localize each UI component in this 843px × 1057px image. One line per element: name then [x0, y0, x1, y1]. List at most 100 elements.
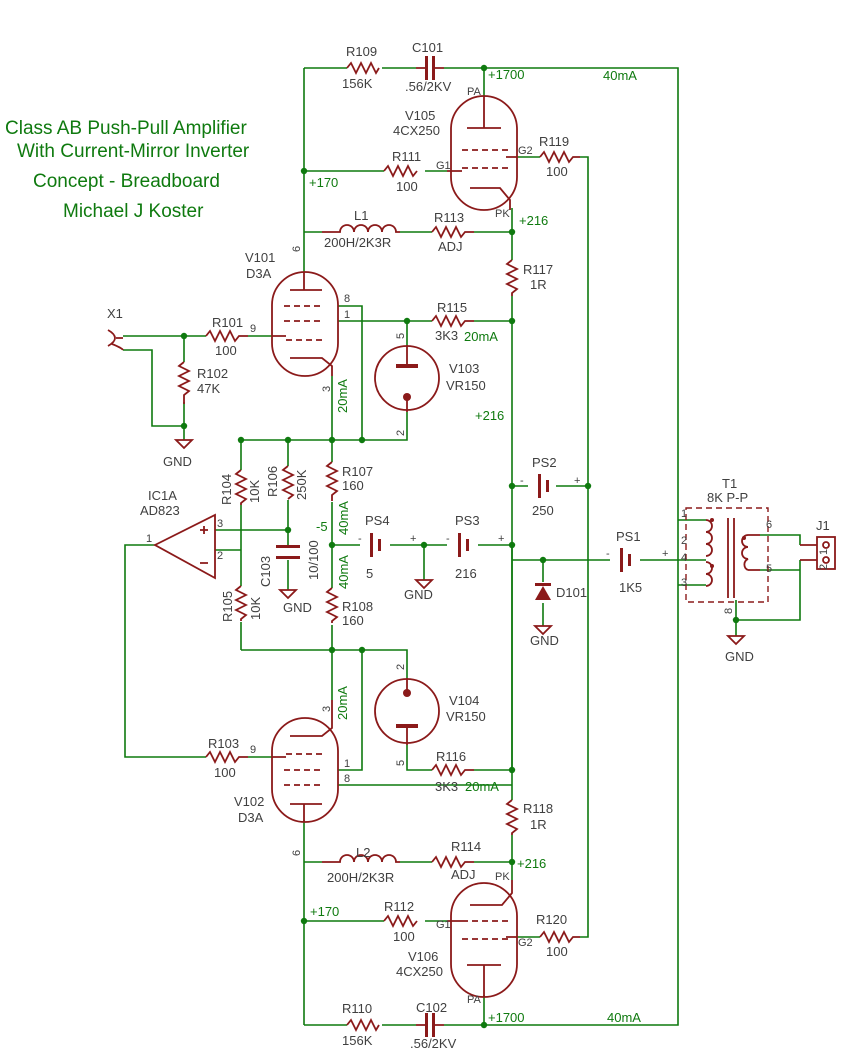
label-l2-ref: L2: [356, 845, 370, 860]
pin-1-t1: 1: [681, 508, 687, 520]
label-c101-value: .56/2KV: [405, 79, 452, 94]
label-v102-ref: V102: [234, 794, 264, 809]
label-l2-value: 200H/2K3R: [327, 870, 394, 885]
pin-2-t1: 2: [681, 535, 687, 547]
label-ic1a-ref: IC1A: [148, 488, 177, 503]
net-170-top: +170: [309, 175, 338, 190]
label-r106-ref: R106: [265, 466, 280, 497]
label-x1-ref: X1: [107, 306, 123, 321]
label-r120-value: 100: [546, 944, 568, 959]
label-ic1a-value: AD823: [140, 503, 180, 518]
ps3-minus: -: [446, 533, 450, 545]
net-20ma-r115: 20mA: [464, 329, 498, 344]
ground-symbols: [173, 439, 747, 646]
resistor-r107: [324, 461, 340, 501]
resistor-r113: [431, 224, 474, 240]
label-r117-ref: R117: [523, 262, 553, 277]
ps4-minus: -: [358, 533, 362, 545]
ps1-minus: -: [606, 548, 610, 560]
net-hv-bottom: +1700: [488, 1010, 525, 1025]
resistor-r101: [205, 328, 248, 344]
resistor-r110: [346, 1017, 380, 1033]
resistor-r120: [539, 929, 580, 945]
label-r104-value: 10K: [247, 480, 262, 503]
net-labels: +1700 40mA +170 +216 20mA 20mA +216 -5 4…: [309, 67, 641, 1025]
capacitors: [276, 56, 444, 1037]
label-r101-value: 100: [215, 343, 237, 358]
label-r109-value: 156K: [342, 76, 373, 91]
label-v106-value: 4CX250: [396, 964, 443, 979]
pin-pa-v106: PA: [467, 994, 482, 1006]
tube-v103: 5 2: [374, 333, 440, 436]
pin-3-t1: 3: [681, 577, 687, 589]
label-v106-ref: V106: [408, 949, 438, 964]
resistor-r119: [539, 149, 580, 165]
net-216-top: +216: [519, 213, 548, 228]
label-v104-ref: V104: [449, 693, 479, 708]
pin-8-t1: 8: [723, 608, 735, 614]
label-r107-value: 160: [342, 478, 364, 493]
label-v102-value: D3A: [238, 810, 264, 825]
pin-1-v102: 1: [344, 758, 350, 770]
resistor-r118: [504, 799, 520, 835]
label-r113-value: ADJ: [438, 239, 463, 254]
net-20ma-r116: 20mA: [465, 779, 499, 794]
ps4-plus: +: [410, 533, 416, 545]
label-t1-ref: T1: [722, 476, 737, 491]
label-ps1-ref: PS1: [616, 529, 641, 544]
net-40ma-top: 40mA: [603, 68, 637, 83]
gnd-label-center: GND: [404, 587, 433, 602]
resistors: [176, 60, 580, 1033]
label-ps1-value: 1K5: [619, 580, 642, 595]
label-ps3-value: 216: [455, 566, 477, 581]
net-neg5: -5: [316, 519, 328, 534]
ps2-plus: +: [574, 475, 580, 487]
label-r106-value: 250K: [294, 469, 309, 500]
label-l1-ref: L1: [354, 208, 368, 223]
cell-ps3: - +: [446, 533, 504, 557]
pin-2-j1: 2: [818, 564, 830, 570]
label-c101-ref: C101: [412, 40, 443, 55]
net-20ma-v102: 20mA: [335, 686, 350, 720]
label-t1-value: 8K P-P: [707, 490, 748, 505]
net-216-mid: +216: [475, 408, 504, 423]
resistor-r109: [346, 60, 380, 76]
resistor-r105: [233, 585, 249, 621]
title-line-4: Michael J Koster: [63, 201, 204, 222]
inductors: [322, 224, 400, 863]
resistor-r111: [383, 163, 418, 179]
tube-v101: 6 8 1 9 3: [250, 246, 350, 392]
label-v104-value: VR150: [446, 709, 486, 724]
label-r105-value: 10K: [248, 597, 263, 620]
label-ps2-ref: PS2: [532, 455, 557, 470]
pin-8-v102: 8: [344, 773, 350, 785]
title-line-1: Class AB Push-Pull Amplifier: [5, 118, 247, 139]
ps1-plus: +: [662, 548, 668, 560]
label-r116-ref: R116: [436, 749, 466, 764]
capacitor-c101: [416, 56, 444, 80]
label-r103-value: 100: [214, 765, 236, 780]
label-r103-ref: R103: [208, 736, 239, 751]
label-d101-ref: D101: [556, 585, 587, 600]
pin-6-v102: 6: [291, 850, 303, 856]
label-r111-value: 100: [396, 179, 418, 194]
label-ps2-value: 250: [532, 503, 554, 518]
net-40ma-r108: 40mA: [336, 555, 351, 589]
power-sources: - + - + - + - +: [358, 474, 668, 572]
tube-v106: PK G1 G2 PA: [436, 871, 533, 1006]
cell-ps1: - +: [606, 548, 668, 572]
label-r116-value: 3K3: [435, 779, 458, 794]
label-r104-ref: R104: [219, 474, 234, 505]
pin-5-t1: 5: [766, 563, 772, 575]
resistor-r116: [431, 762, 474, 778]
tube-v102: 3 9 1 8 6: [250, 700, 350, 856]
junction-dots: [180, 64, 740, 1029]
label-r111-ref: R111: [392, 149, 421, 164]
pin-4-t1: 4: [681, 552, 687, 564]
resistor-r104: [233, 469, 249, 505]
resistor-r103: [205, 749, 248, 765]
pin-3-v102: 3: [321, 706, 333, 712]
label-r120-ref: R120: [536, 912, 567, 927]
cell-ps2: - +: [520, 474, 580, 498]
